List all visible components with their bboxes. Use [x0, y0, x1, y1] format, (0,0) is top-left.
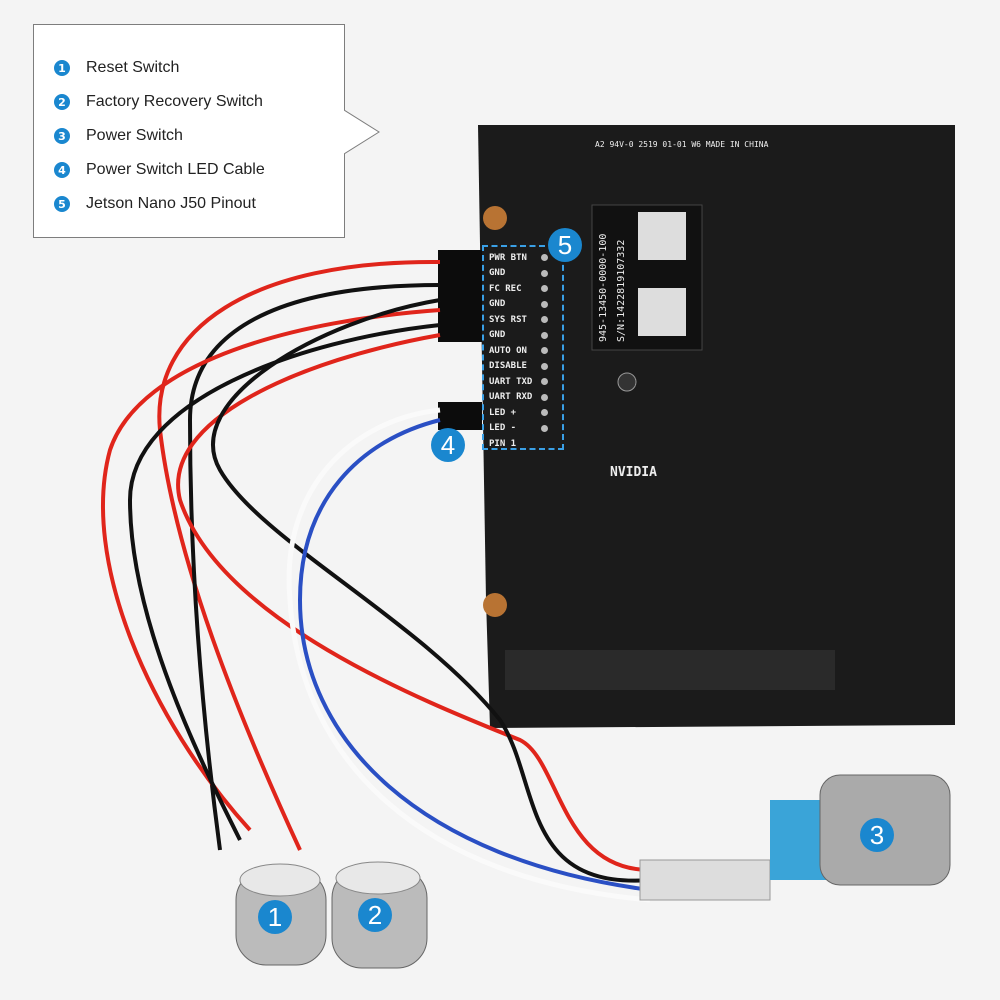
pin-label: UART TXD: [489, 376, 533, 387]
pin: [541, 362, 548, 370]
legend-number: 2: [54, 94, 70, 110]
legend-label: Factory Recovery Switch: [86, 93, 263, 110]
legend-label: Reset Switch: [86, 59, 180, 76]
legend-number: 1: [54, 60, 70, 76]
wire-black: [211, 298, 651, 883]
legend-number: 5: [54, 196, 70, 212]
pin-label: AUTO ON: [489, 345, 527, 356]
legend-item: 3 Power Switch: [54, 119, 344, 153]
pin-label: LED -: [489, 423, 517, 434]
connector: [438, 250, 482, 342]
pin: [541, 409, 548, 417]
marker-5: 5: [548, 228, 582, 262]
gpio-header: [505, 650, 835, 690]
pin: [541, 347, 548, 355]
power-switch: [639, 774, 951, 901]
mounting-hole: [483, 206, 507, 230]
wire-red: [101, 308, 441, 832]
pin-label: DISABLE: [489, 361, 527, 372]
pin-label: UART RXD: [489, 392, 533, 403]
j50-pinout: PWR BTN GND FC REC GND SYS RST GND AUTO …: [482, 245, 564, 450]
legend-box: 1 Reset Switch 2 Factory Recovery Switch 3…: [33, 24, 345, 238]
pin: [541, 285, 548, 293]
board-header-text: A2 94V-0 2519 01-01 W6 MADE IN CHINA: [595, 140, 769, 149]
pin-label: FC REC: [489, 283, 522, 294]
pin-label: SYS RST: [489, 314, 527, 325]
board-brand: NVIDIA: [610, 465, 657, 480]
pin-row: LED -: [489, 421, 562, 437]
wire-blue: [297, 418, 651, 892]
pin-label: GND: [489, 268, 506, 279]
pin-row: PWR BTN: [489, 250, 562, 266]
pin-row: SYS RST: [489, 312, 562, 328]
legend-number: 4: [54, 162, 70, 178]
legend-label: Power Switch: [86, 127, 183, 144]
pin-label: PIN 1: [489, 438, 517, 449]
legend-item: 1 Reset Switch: [54, 51, 344, 85]
factory-recovery-switch: [331, 861, 428, 969]
legend-item: 4 Power Switch LED Cable: [54, 153, 344, 187]
pin-label: LED +: [489, 407, 517, 418]
wire-black: [127, 323, 441, 841]
marker-1: 1: [258, 900, 292, 934]
mounting-hole: [617, 372, 637, 392]
pin-row: GND: [489, 328, 562, 344]
wire-black: [187, 283, 441, 851]
board-serial: S/N:1422819107332: [616, 239, 627, 342]
marker-3: 3: [860, 818, 894, 852]
pin: [541, 316, 548, 324]
mounting-hole: [483, 593, 507, 617]
pin-row: LED +: [489, 405, 562, 421]
board-part-number: 945-13450-0000-100: [598, 233, 609, 342]
marker-4: 4: [431, 428, 465, 462]
pin-label: GND: [489, 299, 506, 310]
pin: [541, 254, 548, 262]
pin-row: DISABLE: [489, 359, 562, 375]
pin-row: GND: [489, 297, 562, 313]
marker-2: 2: [358, 898, 392, 932]
wire-white: [286, 407, 651, 903]
pin: [541, 300, 548, 308]
legend-item: 2 Factory Recovery Switch: [54, 85, 344, 119]
pin: [541, 378, 548, 386]
pin-label: PWR BTN: [489, 252, 527, 263]
pin: [541, 269, 548, 277]
pin: [541, 393, 548, 401]
pin: [541, 331, 548, 339]
legend-label: Jetson Nano J50 Pinout: [86, 195, 256, 212]
pin-row: PIN 1: [489, 436, 562, 452]
pin-label: GND: [489, 330, 506, 341]
qr-code: [638, 212, 686, 260]
legend-pointer: [344, 110, 380, 155]
legend-number: 3: [54, 128, 70, 144]
connector: [438, 402, 482, 430]
pin-row: GND: [489, 266, 562, 282]
pin-row: FC REC: [489, 281, 562, 297]
pin-row: UART RXD: [489, 390, 562, 406]
qr-code: [638, 288, 686, 336]
legend-item: 5 Jetson Nano J50 Pinout: [54, 187, 344, 221]
pin: [541, 424, 548, 432]
pin-row: UART TXD: [489, 374, 562, 390]
legend-label: Power Switch LED Cable: [86, 161, 265, 178]
pin-row: AUTO ON: [489, 343, 562, 359]
